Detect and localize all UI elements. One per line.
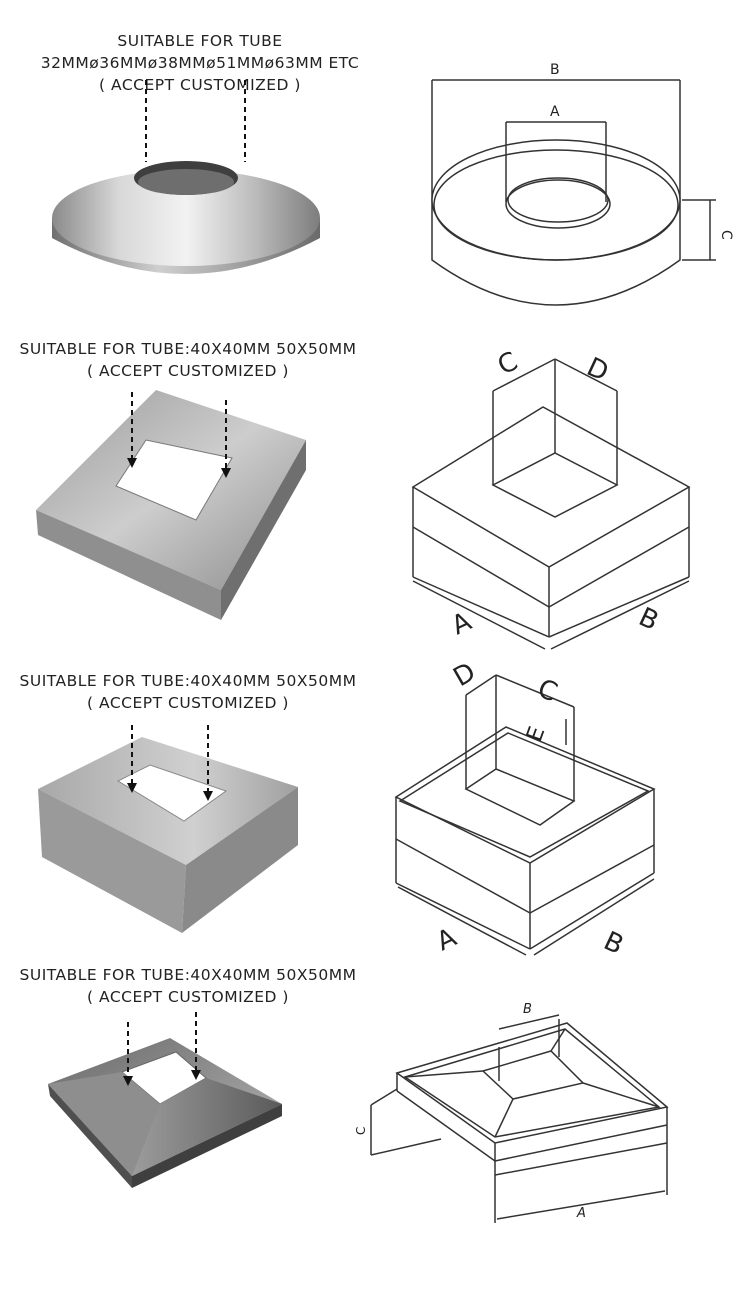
rectangle-cover-photo — [38, 725, 298, 933]
caption-line: 32MMø36MMø38MMø51MMø63MM ETC — [40, 54, 360, 72]
dim-label-b: B — [634, 602, 663, 637]
caption-line: ( ACCEPT CUSTOMIZED ) — [87, 988, 289, 1006]
dim-label-b: B — [550, 62, 560, 78]
caption-rectangle: SUITABLE FOR TUBE:40X40MM 50X50MM ( ACCE… — [18, 670, 358, 714]
round-cover-photo — [52, 80, 320, 274]
dim-label-a: A — [576, 1206, 586, 1221]
caption-line: ( ACCEPT CUSTOMIZED ) — [87, 694, 289, 712]
square-cover-diagram: C D A B — [411, 346, 691, 650]
caption-round: SUITABLE FOR TUBE 32MMø36MMø38MMø51MMø63… — [32, 30, 368, 96]
caption-line: ( ACCEPT CUSTOMIZED ) — [99, 76, 301, 94]
pyramid-cover-diagram: B C A — [354, 1002, 669, 1223]
dim-label-c: C — [718, 230, 734, 240]
dim-label-d: D — [582, 352, 613, 388]
pyramid-cover-photo — [48, 1012, 282, 1188]
caption-square: SUITABLE FOR TUBE:40X40MM 50X50MM ( ACCE… — [18, 338, 358, 382]
dim-label-c: C — [533, 674, 561, 709]
dim-label-c: C — [493, 346, 522, 381]
caption-line: SUITABLE FOR TUBE — [117, 32, 283, 50]
dim-label-a: A — [432, 923, 461, 958]
round-cover-diagram: B A C — [431, 62, 734, 306]
dim-label-a: A — [550, 104, 560, 120]
dim-label-b: B — [523, 1002, 532, 1017]
caption-line: SUITABLE FOR TUBE:40X40MM 50X50MM — [19, 340, 357, 358]
square-cover-photo — [36, 390, 306, 620]
dim-label-c: C — [354, 1127, 368, 1135]
caption-pyramid: SUITABLE FOR TUBE:40X40MM 50X50MM ( ACCE… — [18, 964, 358, 1008]
caption-line: ( ACCEPT CUSTOMIZED ) — [87, 362, 289, 380]
dim-label-b: B — [599, 926, 628, 961]
caption-line: SUITABLE FOR TUBE:40X40MM 50X50MM — [19, 966, 357, 984]
caption-line: SUITABLE FOR TUBE:40X40MM 50X50MM — [19, 672, 357, 690]
rectangle-cover-diagram: D C E A B — [394, 657, 656, 961]
